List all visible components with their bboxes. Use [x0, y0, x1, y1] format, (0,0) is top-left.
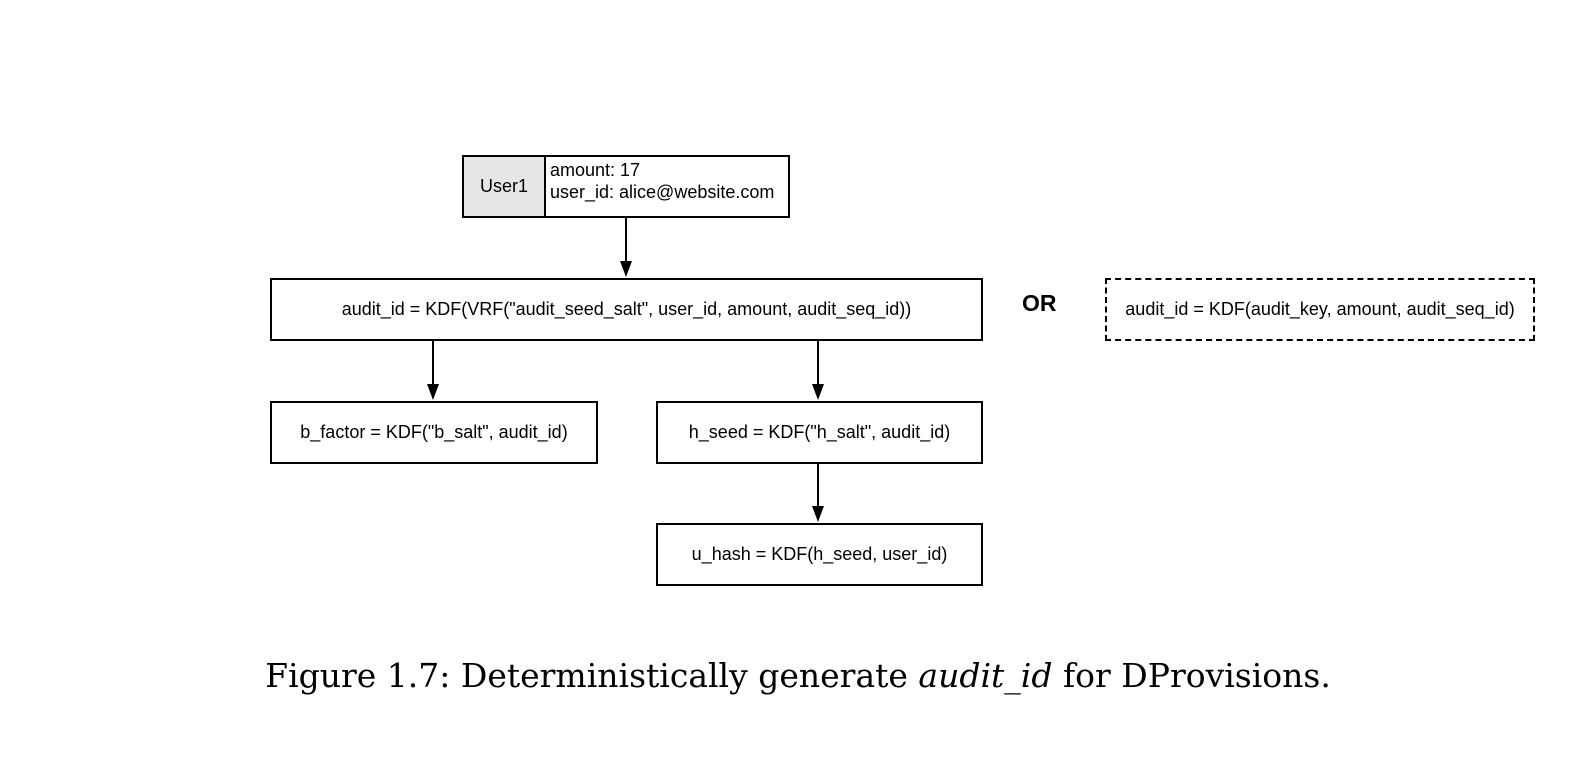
caption-term: audit_id	[918, 656, 1053, 695]
user-amount: amount: 17	[550, 160, 641, 180]
u-hash-node: u_hash = KDF(h_seed, user_id)	[656, 523, 983, 586]
user-record-box: User1 amount: 17 user_id: alice@website.…	[462, 155, 790, 218]
u-hash-text: u_hash = KDF(h_seed, user_id)	[691, 544, 948, 564]
audit-id-vrf-node: audit_id = KDF(VRF("audit_seed_salt", us…	[270, 278, 983, 341]
h-seed-text: h_seed = KDF("h_salt", audit_id)	[688, 422, 951, 442]
b-factor-text: b_factor = KDF("b_salt", audit_id)	[300, 422, 568, 442]
user-attributes: amount: 17 user_id: alice@website.com	[546, 157, 788, 216]
caption-prefix: Figure 1.7: Deterministically generate	[265, 656, 919, 695]
caption-suffix: for DProvisions.	[1052, 656, 1331, 695]
b-factor-node: b_factor = KDF("b_salt", audit_id)	[270, 401, 598, 464]
arrow-user-to-audit-id	[620, 218, 632, 277]
figure-caption: Figure 1.7: Deterministically generate a…	[0, 656, 1596, 695]
user-label: User1	[464, 157, 546, 216]
h-seed-node: h_seed = KDF("h_salt", audit_id)	[656, 401, 983, 464]
user-id: user_id: alice@website.com	[550, 182, 775, 202]
audit-id-key-text: audit_id = KDF(audit_key, amount, audit_…	[1125, 299, 1515, 319]
arrow-audit-id-to-h-seed	[812, 341, 824, 400]
arrow-h-seed-to-u-hash	[812, 464, 824, 522]
audit-id-vrf-text: audit_id = KDF(VRF("audit_seed_salt", us…	[341, 299, 912, 319]
or-label: OR	[1022, 290, 1057, 316]
audit-id-key-node: audit_id = KDF(audit_key, amount, audit_…	[1105, 278, 1535, 341]
arrow-audit-id-to-b-factor	[427, 341, 439, 400]
